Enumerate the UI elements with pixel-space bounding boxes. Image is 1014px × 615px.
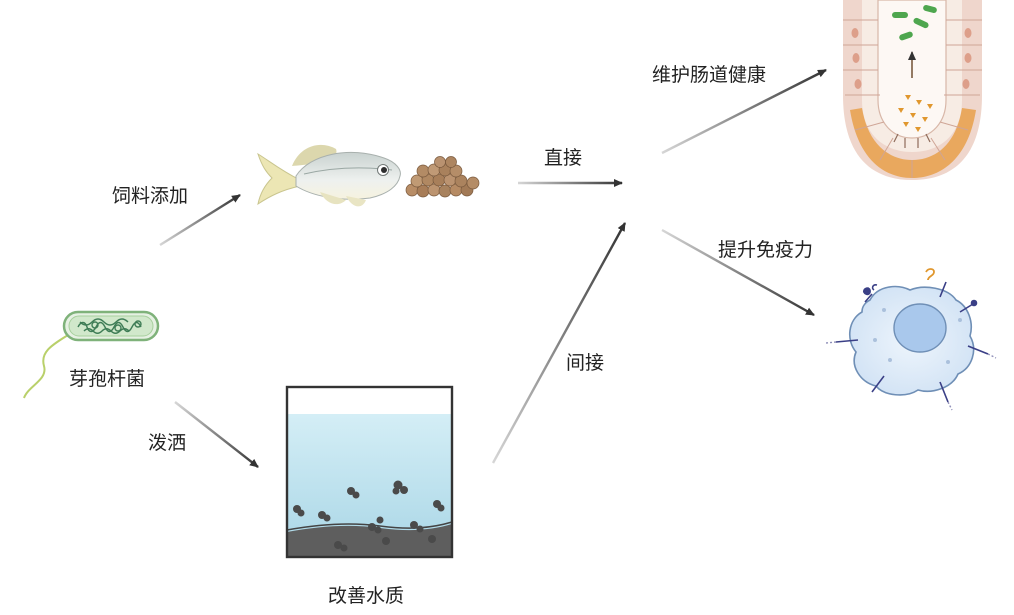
feed-pellets-icon	[405, 156, 480, 198]
label-gut-health: 维护肠道健康	[652, 64, 767, 86]
arrow-indirect	[491, 222, 627, 464]
label-indirect: 间接	[566, 352, 605, 374]
label-immunity: 提升免疫力	[718, 239, 814, 261]
immune-cell-icon	[825, 268, 997, 411]
arrow-feed	[159, 193, 241, 247]
label-water-quality: 改善水质	[328, 585, 405, 607]
label-direct: 直接	[544, 147, 583, 169]
intestine-villus-icon	[843, 0, 982, 180]
arrows	[159, 68, 827, 468]
arrow-immunity	[661, 228, 815, 317]
bacillus-bacterium-icon	[23, 310, 160, 399]
label-feed-addition: 饲料添加	[112, 185, 189, 207]
arrow-gut	[661, 68, 827, 155]
fish-icon	[257, 144, 401, 207]
label-spraying: 泼洒	[148, 432, 187, 454]
arrow-spray	[174, 401, 259, 468]
water-tank-icon	[285, 385, 454, 559]
label-bacillus: 芽孢杆菌	[69, 368, 146, 390]
